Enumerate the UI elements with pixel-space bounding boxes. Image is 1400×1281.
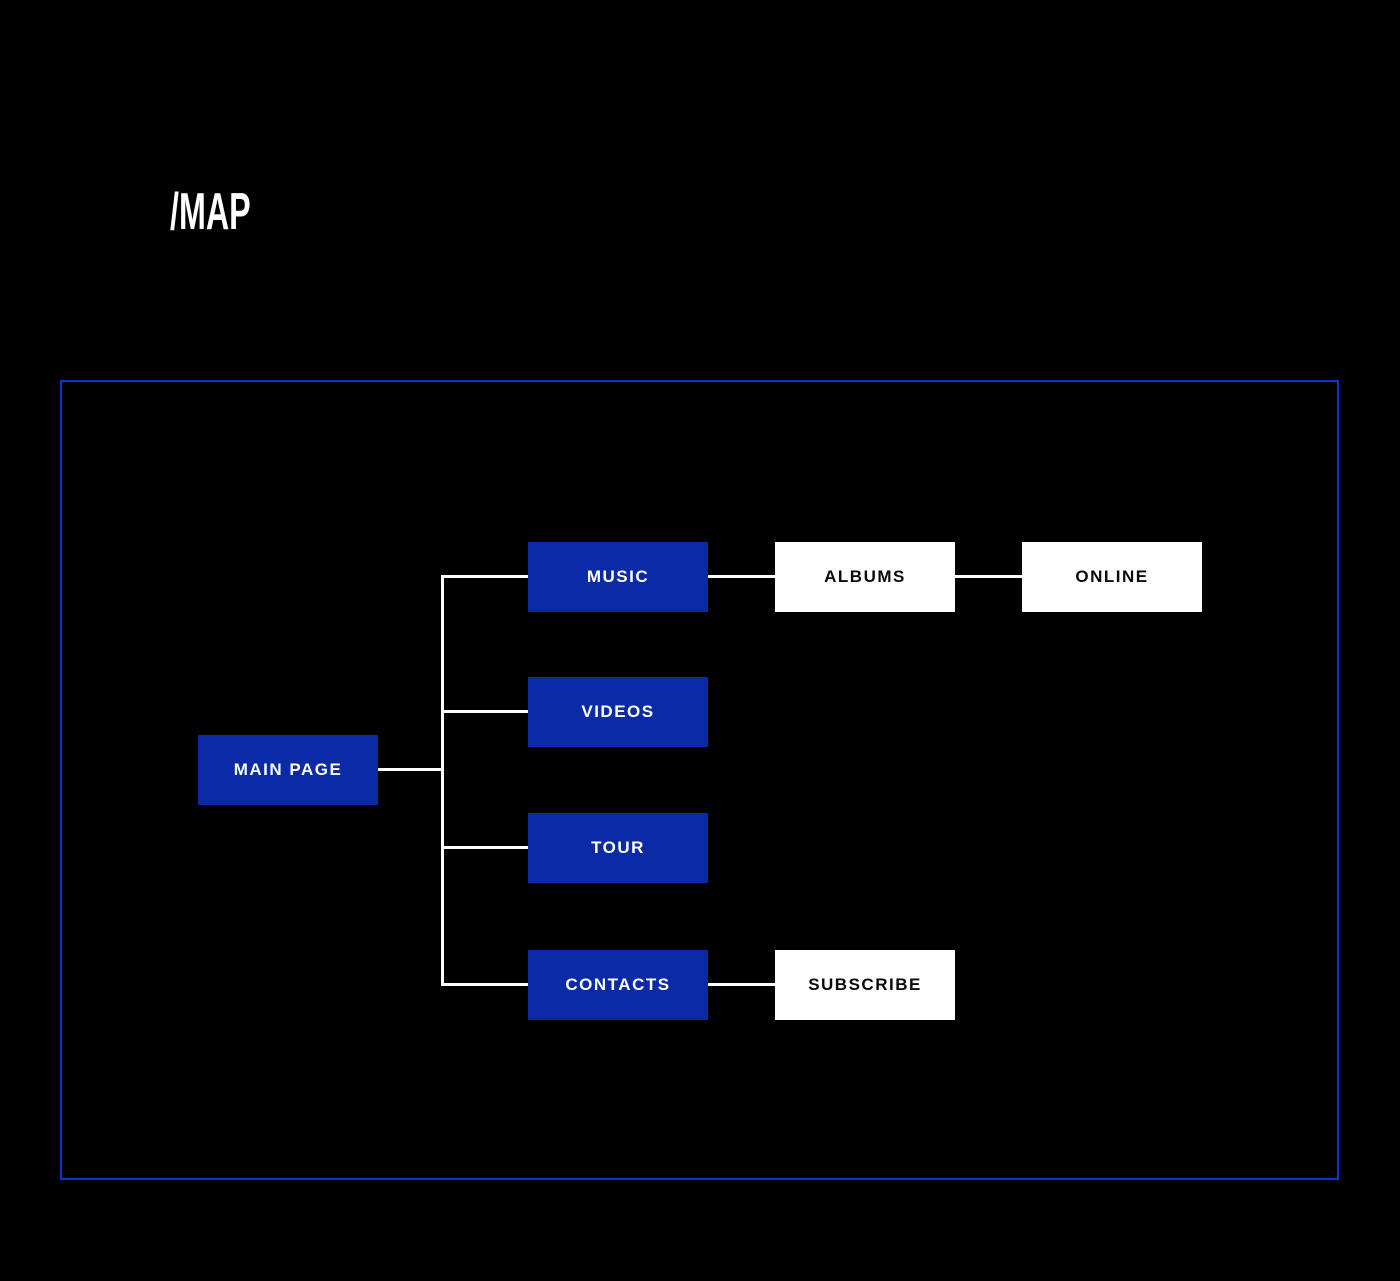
connector-music-albums [706, 575, 776, 578]
connector-mainpage-trunk [376, 768, 444, 771]
node-main-page[interactable]: MAIN PAGE [198, 735, 378, 805]
connector-branch-tour [441, 846, 528, 849]
node-tour[interactable]: TOUR [528, 813, 708, 883]
node-subscribe[interactable]: SUBSCRIBE [775, 950, 955, 1020]
page-title: /MAP [170, 183, 251, 241]
node-contacts[interactable]: CONTACTS [528, 950, 708, 1020]
connector-branch-videos [441, 710, 528, 713]
node-music[interactable]: MUSIC [528, 542, 708, 612]
node-videos[interactable]: VIDEOS [528, 677, 708, 747]
node-online[interactable]: ONLINE [1022, 542, 1202, 612]
connector-trunk-vertical [441, 575, 444, 986]
connector-albums-online [953, 575, 1023, 578]
connector-branch-music [441, 575, 528, 578]
node-albums[interactable]: ALBUMS [775, 542, 955, 612]
connector-branch-contacts [441, 983, 528, 986]
connector-contacts-subscribe [706, 983, 776, 986]
